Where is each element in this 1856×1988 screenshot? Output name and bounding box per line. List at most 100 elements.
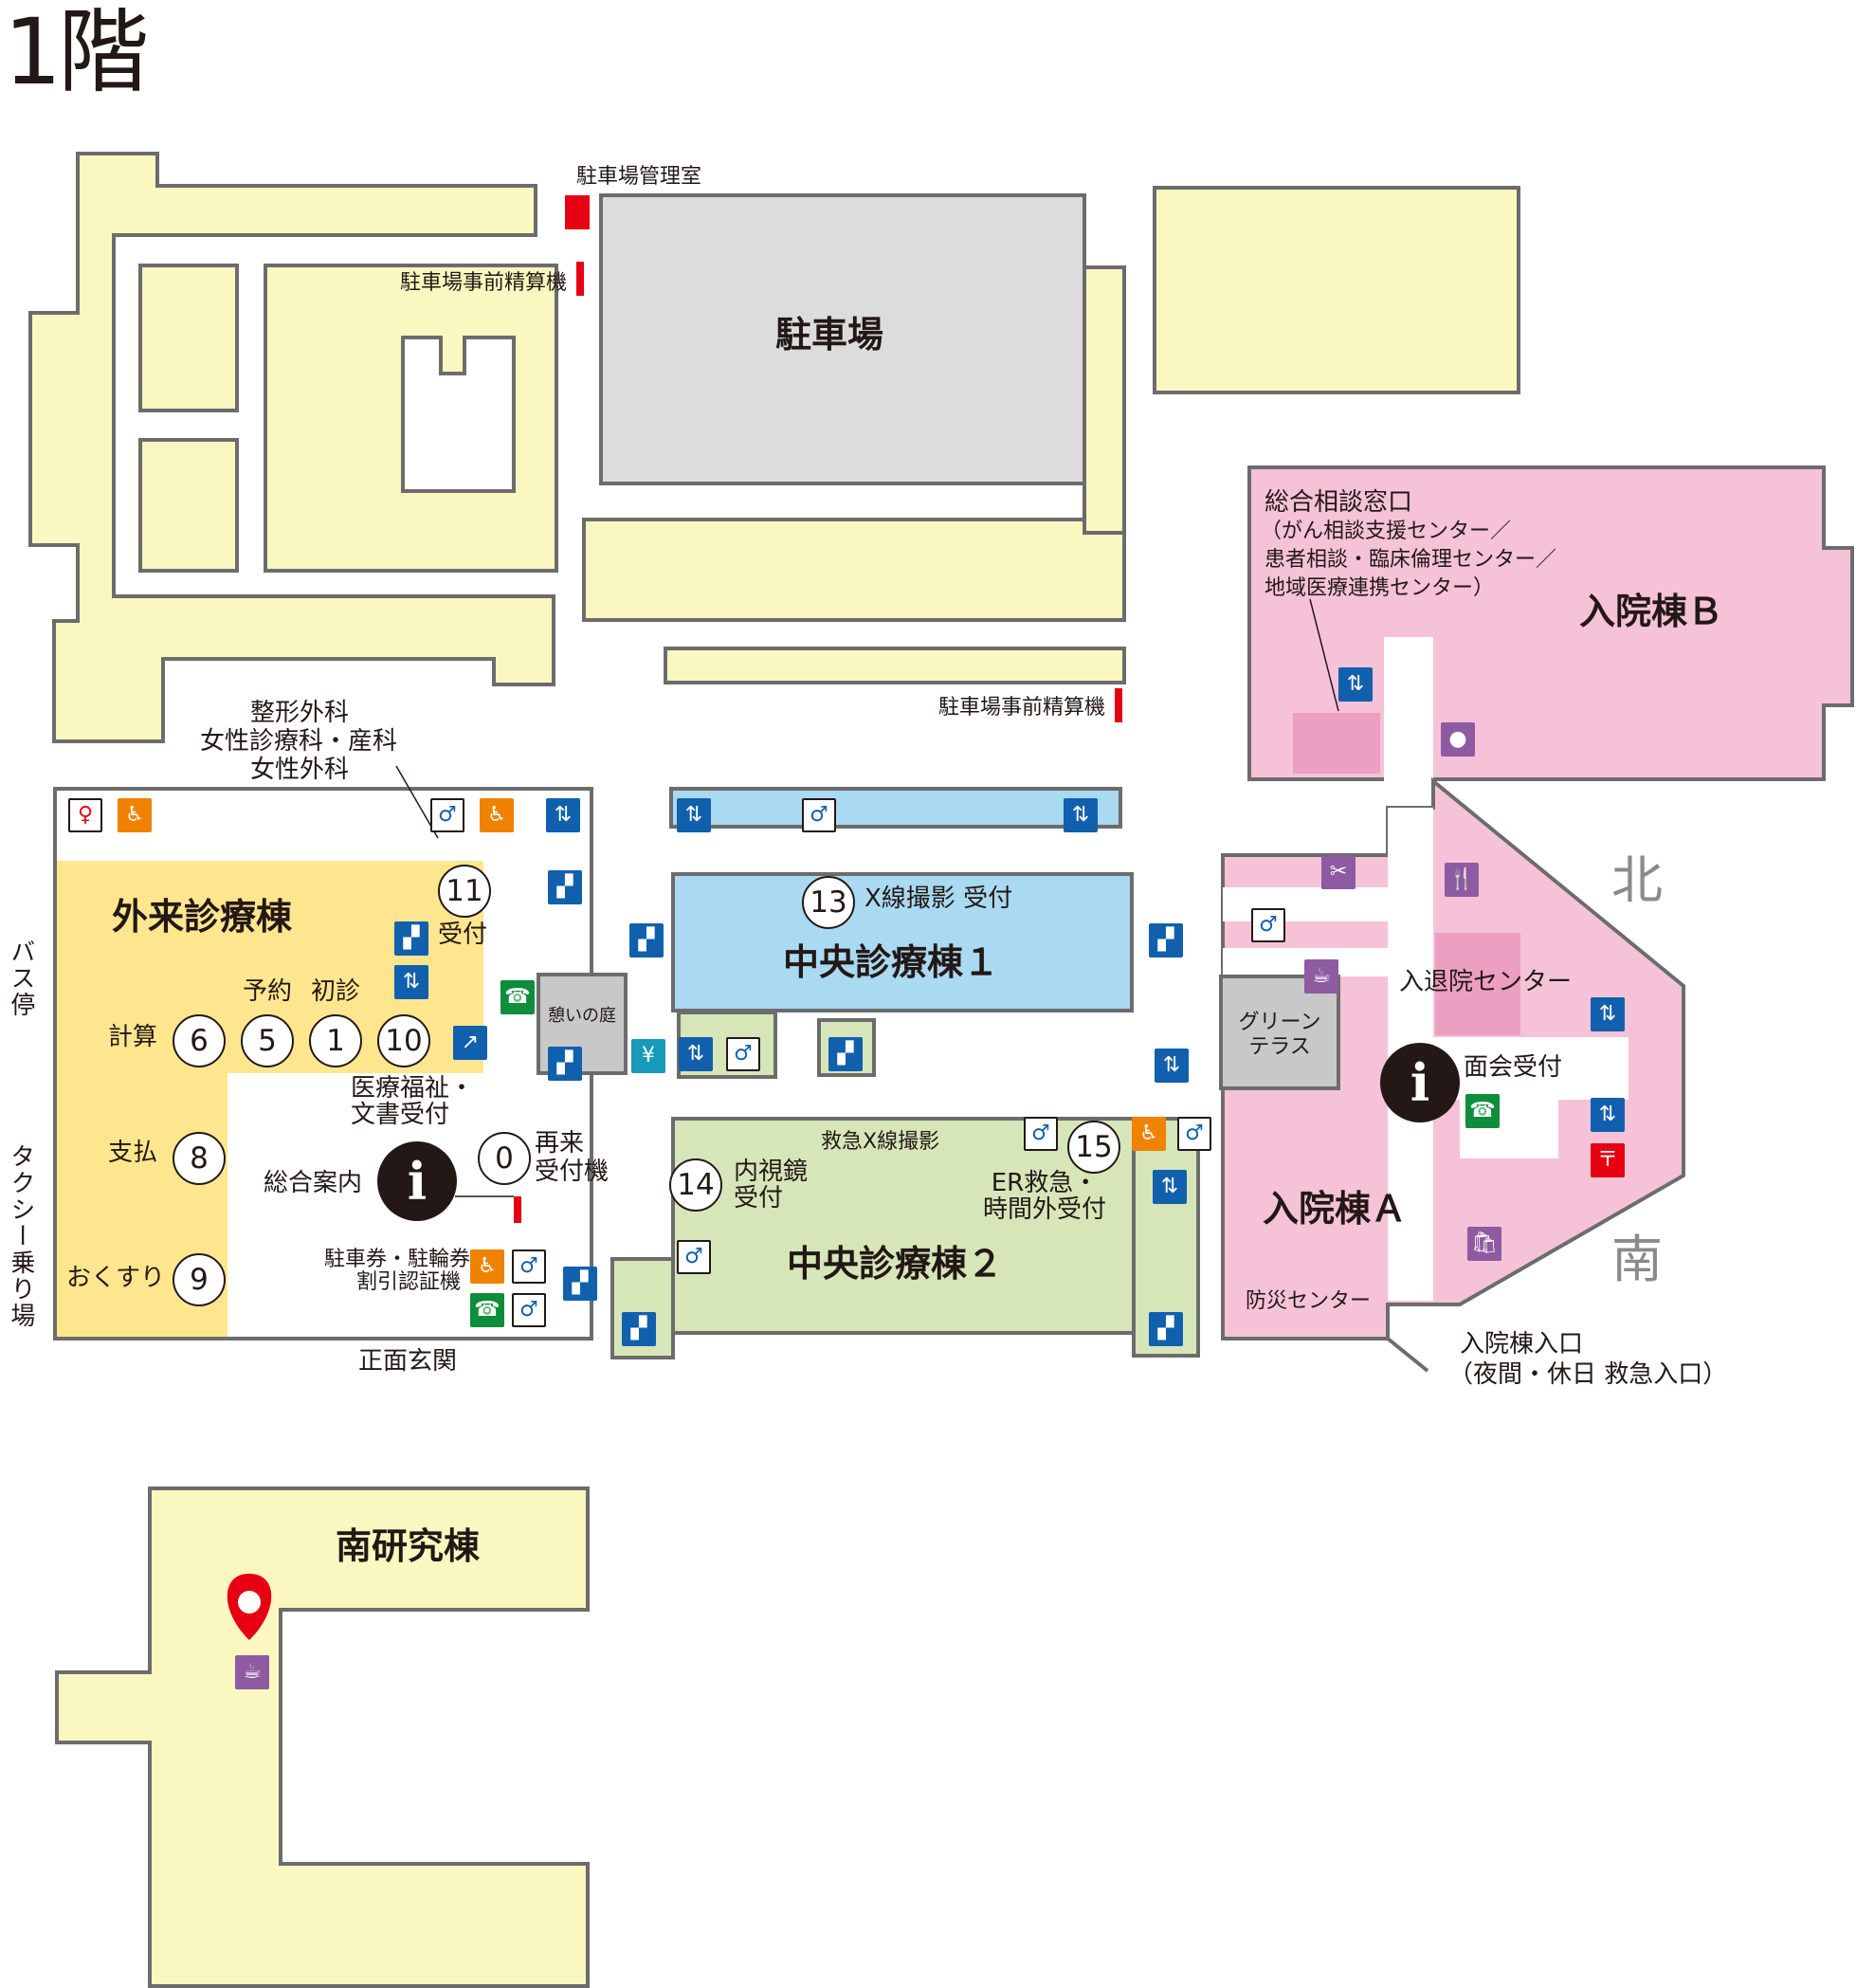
post-icon: 〒 (1591, 1143, 1625, 1177)
stairs-icon-7[interactable]: ▞ (563, 1267, 597, 1301)
reserve-label: 予約 (243, 977, 293, 1006)
outpatient-hall (227, 1073, 540, 1337)
central2-building (671, 1117, 1137, 1335)
location-pin-dot (238, 1591, 261, 1614)
counter-5[interactable]: 5 (241, 1014, 294, 1067)
counter-13[interactable]: 13 (802, 876, 855, 929)
south-research-label: 南研究棟 (336, 1525, 481, 1567)
elevator-icon-7[interactable]: ⇅ (1153, 1170, 1187, 1204)
parking-pay-machine-mid (1115, 688, 1122, 722)
phone-icon-2: ☎ (470, 1293, 504, 1327)
ward-corridor-4 (1223, 887, 1390, 921)
nw-cream-building (28, 152, 555, 743)
ward-b-label: 入院棟Ｂ (1579, 591, 1724, 632)
counter-8[interactable]: 8 (173, 1132, 226, 1185)
toilet-icon-7: ♂ (512, 1293, 546, 1327)
south-label: 南 (1611, 1230, 1663, 1289)
elevator-icon-2[interactable]: ⇅ (677, 798, 711, 832)
baby-care-icon-4: ♿ (470, 1249, 504, 1284)
first-visit-label: 初診 (311, 977, 361, 1006)
counter-15[interactable]: 15 (1067, 1121, 1120, 1174)
counter-9[interactable]: 9 (173, 1253, 226, 1306)
counter-10[interactable]: 10 (377, 1014, 430, 1067)
parking-office-marker (565, 195, 590, 229)
stairs-icon-6[interactable]: ▞ (828, 1037, 863, 1071)
escalator-icon[interactable]: ↗ (453, 1026, 487, 1060)
stairs-icon-3[interactable]: ▞ (629, 923, 664, 958)
stairs-icon-5[interactable]: ▞ (548, 1047, 582, 1081)
endo-label-2: 受付 (734, 1184, 784, 1213)
counter-6[interactable]: 6 (173, 1014, 226, 1067)
central1-strip-top (669, 787, 1122, 829)
admission-room (1435, 933, 1520, 1035)
parking-pay-mid-label: 駐車場事前精算機 (938, 696, 1106, 720)
south-research-building (55, 1486, 590, 1988)
restaurant-icon: 🍴 (1445, 863, 1479, 897)
atm-icon: ¥ (631, 1039, 665, 1073)
counter-14[interactable]: 14 (669, 1158, 722, 1212)
er-label-1: ER救急・ (991, 1169, 1099, 1197)
nw-courtyard-2 (138, 438, 239, 573)
consult-label-2: （がん相談支援センター／ (1261, 520, 1512, 543)
toilet-icon-4: ♂ (1024, 1117, 1058, 1151)
elevator-icon-4[interactable]: ⇅ (394, 965, 428, 999)
consult-leader-line (1309, 598, 1339, 712)
endo-label-1: 内視鏡 (734, 1158, 809, 1186)
consult-label-4: 地域医療連携センター） (1265, 576, 1495, 600)
parking-pay-top-label: 駐車場事前精算機 (400, 271, 568, 295)
stairs-icon-8[interactable]: ▞ (622, 1312, 656, 1346)
ne-cream-building (1153, 186, 1520, 394)
cafe-icon: ☕ (1304, 959, 1338, 994)
consult-label-3: 患者相談・臨床倫理センター／ (1265, 548, 1557, 572)
shop-icon: 🛍 (1467, 1227, 1501, 1261)
baby-care-icon: ♿ (118, 798, 152, 832)
welfare-label-2: 文書受付 (351, 1101, 450, 1129)
toilet-icon-2: ♂ (802, 798, 836, 832)
elevator-icon[interactable]: ⇅ (546, 798, 580, 832)
er-xray-label: 救急X線撮影 (821, 1130, 940, 1154)
cafe-icon-2: ☕ (235, 1655, 269, 1689)
mid-cream-2 (664, 647, 1126, 684)
elevator-icon-9[interactable]: ⇅ (1591, 1098, 1625, 1132)
ward-entrance-line (1386, 1337, 1429, 1373)
outpatient-label: 外来診療棟 (112, 896, 293, 938)
counter-1[interactable]: 1 (309, 1014, 362, 1067)
ortho-label-2: 女性診療科・産科 (199, 727, 397, 756)
stairs-icon-2[interactable]: ▞ (394, 921, 428, 956)
parking-office-label: 駐車場管理室 (576, 165, 702, 189)
elevator-icon-5[interactable]: ⇅ (679, 1037, 713, 1071)
nw-courtyard-1 (138, 264, 239, 412)
welfare-label-1: 医療福祉・ (351, 1074, 475, 1103)
ticket-machine (514, 1196, 521, 1223)
baby-care-icon-3: ♿ (1132, 1117, 1166, 1151)
stairs-icon-4[interactable]: ▞ (1149, 923, 1183, 958)
counter-11[interactable]: 11 (438, 865, 491, 918)
stairs-icon-9[interactable]: ▞ (1149, 1312, 1183, 1346)
nursing-room-icon: ♂ (512, 1249, 546, 1284)
visitor-info-icon[interactable]: i (1380, 1043, 1460, 1122)
toilet-female-icon: ♀ (68, 798, 102, 832)
revisit-label-1: 再来 (535, 1129, 585, 1158)
ortho-label-1: 整形外科 (249, 699, 349, 727)
stairs-icon[interactable]: ▞ (548, 870, 582, 904)
phone-icon-3: ☎ (1465, 1094, 1500, 1128)
floor-title: 1階 (4, 0, 149, 105)
medicine-label: おくすり (66, 1264, 166, 1292)
ticket-label-1: 駐車券・駐輪券 (324, 1248, 471, 1271)
general-info-icon[interactable]: i (377, 1141, 457, 1221)
north-label: 北 (1611, 850, 1663, 910)
toilet-icon-8: ♂ (1251, 908, 1285, 942)
elevator-icon-6[interactable]: ⇅ (1155, 1049, 1189, 1083)
elevator-icon-3[interactable]: ⇅ (1064, 798, 1098, 832)
revisit-label-2: 受付機 (535, 1158, 610, 1186)
nw-cutout (401, 336, 516, 493)
right-cream-strip (1083, 265, 1126, 535)
ward-a-label: 入院棟Ａ (1263, 1188, 1408, 1230)
green-terrace (1219, 975, 1340, 1090)
elevator-icon-8[interactable]: ⇅ (1591, 997, 1625, 1031)
elevator-icon-10[interactable]: ⇅ (1338, 667, 1373, 702)
counter-0[interactable]: 0 (478, 1132, 531, 1185)
parking-building (599, 193, 1086, 485)
green-terrace-label-1: グリーン (1238, 1011, 1321, 1034)
general-info-label: 総合案内 (264, 1169, 363, 1197)
